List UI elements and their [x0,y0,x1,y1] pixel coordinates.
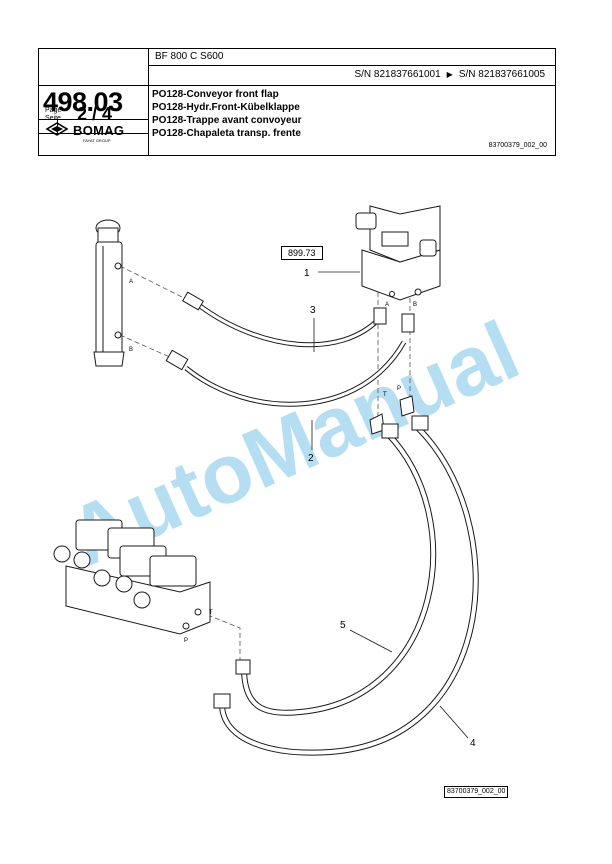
footer-doc-ref: 83700379_002_00 [444,786,509,798]
callout-2: 2 [308,453,314,464]
title-fr: PO128-Trappe avant convoyeur [152,115,302,126]
header-divider [148,65,555,66]
reference-box: 899.73 [281,246,323,260]
bomag-logo-icon [45,121,69,142]
dash-connections [119,265,411,664]
port-label: B [129,347,133,353]
model-name: BF 800 C S600 [155,51,224,62]
port-labels: A B A B T P T P [129,279,417,644]
page-label-en: Page [45,107,62,114]
header-divider [39,119,148,120]
callout-leaders [311,318,469,739]
hydraulic-cylinder [93,219,125,367]
port-label: B [413,302,417,308]
title-es: PO128-Chapaleta transp. frente [152,128,301,139]
serial-range: S/N 821837661001 ▶ S/N 821837661005 [354,69,545,80]
elbow-fittings [369,395,415,435]
port-label: A [129,279,133,285]
directional-valve [355,205,441,301]
header-block: BF 800 C S600 S/N 821837661001▶S/N 82183… [38,48,556,156]
header-divider [148,49,149,155]
header-divider [39,85,555,86]
page-number: 498.03 [43,87,123,117]
arrow-right-icon: ▶ [446,70,453,79]
hose-3 [182,291,387,348]
header-doc-ref: 83700379_002_00 [488,142,547,149]
hose-4 [213,415,479,756]
port-label: P [184,638,188,644]
page-value: 2 / 4 [77,104,113,124]
port-label: T [209,610,213,616]
callout-1: 1 [304,268,310,279]
title-de: PO128-Hydr.Front-Kübelklappe [152,102,300,113]
page-label-de: Seite [45,115,61,122]
brand-subtitle: FAYAT GROUP [83,138,111,143]
callout-5: 5 [340,620,346,631]
title-en: PO128-Conveyor front flap [152,89,279,100]
valve-bank [53,519,211,635]
header-divider [39,133,148,134]
callout-4: 4 [470,738,476,749]
hose-5 [235,423,437,716]
header-divider [57,119,59,133]
serial-from: S/N 821837661001 [354,69,441,80]
callout-3: 3 [310,305,316,316]
port-label: A [385,302,389,308]
port-label: T [383,392,387,398]
hose-2 [165,313,415,407]
brand-name: BOMAG [73,123,125,138]
serial-to: S/N 821837661005 [458,69,545,80]
port-label: P [397,386,401,392]
